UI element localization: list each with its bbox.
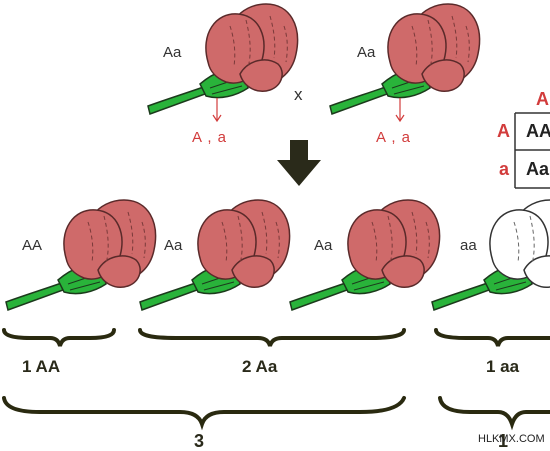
brace-1aa [434,328,550,347]
generation-arrow [277,140,321,186]
parent-left-genotype: Aa [163,44,182,61]
brace-1AA [2,328,116,347]
group-label-2Aa: 2 Aa [242,357,278,376]
punnett-grid [514,112,550,189]
offspring-genotype-AA: AA [22,237,43,254]
brace-3 [2,396,406,431]
punnett-row-header-A: A [497,121,510,141]
brace-1 [438,396,550,431]
offspring-flower-Aa-2 [289,199,441,311]
cross-symbol: x [294,85,303,104]
punnett-cell-AA: AA [526,121,550,141]
punnett-cell-Aa: Aa [526,159,550,179]
gamete-arrow-left [212,98,222,123]
gamete-arrow-right [395,98,405,123]
punnett-col-header: A [536,89,549,109]
parent-flower-right [329,3,481,115]
group-label-1aa: 1 aa [486,357,520,376]
offspring-genotype-Aa-2: Aa [314,237,333,254]
group-label-1: 1 [498,431,509,451]
watermark: HLKMX.COM [478,433,545,445]
brace-2Aa [138,328,406,347]
parent-left-gametes: A , a [192,129,228,146]
offspring-flower-Aa-1 [139,199,291,311]
parent-right-gametes: A , a [376,129,412,146]
offspring-flower-AA [5,199,157,311]
group-label-3: 3 [194,431,205,451]
offspring-genotype-aa: aa [460,237,477,254]
offspring-genotype-Aa-1: Aa [164,237,183,254]
parent-right-genotype: Aa [357,44,376,61]
offspring-flower-aa [431,199,550,311]
punnett-row-header-a: a [499,159,510,179]
group-label-1AA: 1 AA [22,357,61,376]
